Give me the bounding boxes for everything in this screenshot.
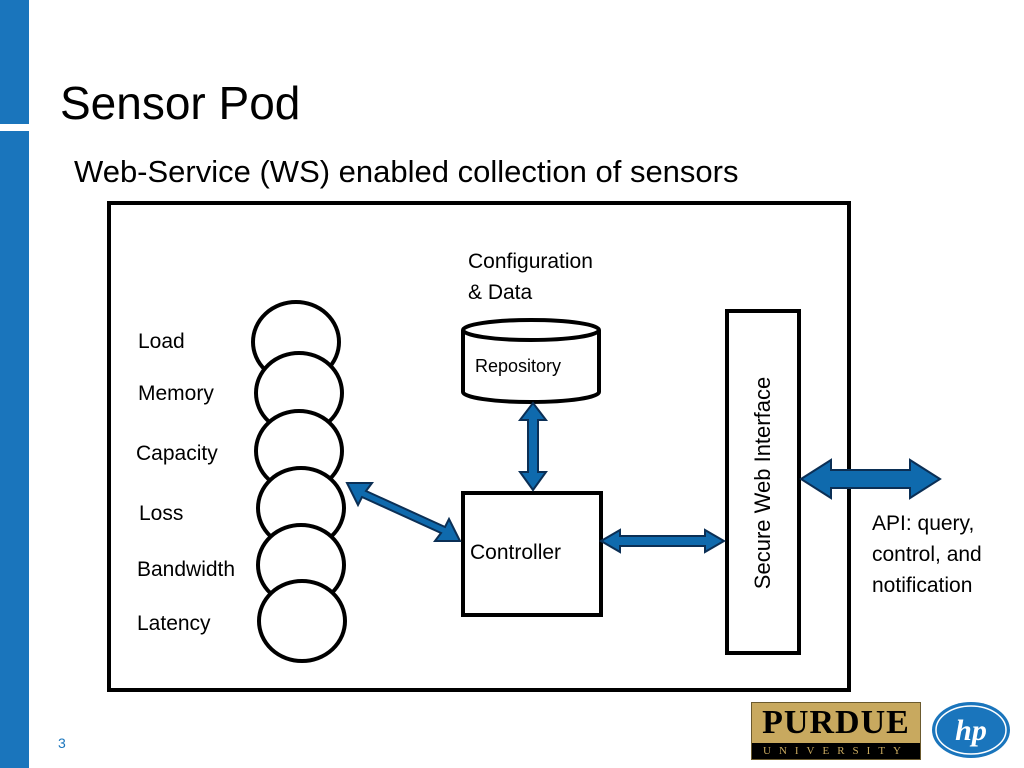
secure-web-interface-label: Secure Web Interface xyxy=(750,376,775,590)
sidebar-accent-bottom xyxy=(0,131,29,768)
api-text: API: query, control, and notification xyxy=(872,512,982,597)
arrow-controller-interface xyxy=(599,528,726,554)
purdue-logo: PURDUE UNIVERSITY xyxy=(751,702,921,760)
slide-subtitle: Web-Service (WS) enabled collection of s… xyxy=(74,154,739,189)
config-data-label: Configuration & Data xyxy=(468,246,628,308)
repository-cylinder xyxy=(461,318,601,404)
sensor-circle-latency xyxy=(257,579,347,663)
sensor-label-load: Load xyxy=(138,330,185,353)
purdue-wordmark: PURDUE xyxy=(762,704,910,741)
arrow-sensors-controller xyxy=(345,482,462,542)
controller-box xyxy=(461,491,603,617)
sidebar-accent-top xyxy=(0,0,29,124)
sensor-label-capacity: Capacity xyxy=(136,442,218,465)
arrow-interface-api xyxy=(799,458,942,500)
secure-web-interface-box xyxy=(725,309,801,655)
sensor-label-bandwidth: Bandwidth xyxy=(137,558,236,581)
sensor-label-loss: Loss xyxy=(139,502,184,525)
arrow-repository-controller xyxy=(517,401,549,492)
title-divider xyxy=(0,126,1024,129)
slide-title: Sensor Pod xyxy=(60,77,301,129)
slide-number: 3 xyxy=(58,735,66,751)
config-data-text: Configuration & Data xyxy=(468,250,593,304)
purdue-university-text: UNIVERSITY xyxy=(752,743,920,759)
api-label: API: query, control, and notification xyxy=(872,508,1022,601)
hp-logo-text: hp xyxy=(955,714,987,747)
sensor-label-memory: Memory xyxy=(138,382,214,405)
sensor-label-latency: Latency xyxy=(137,612,211,635)
repository-label: Repository xyxy=(475,356,562,376)
hp-logo: hp xyxy=(932,702,1010,758)
pod-boundary xyxy=(107,201,851,692)
controller-label: Controller xyxy=(470,541,562,564)
